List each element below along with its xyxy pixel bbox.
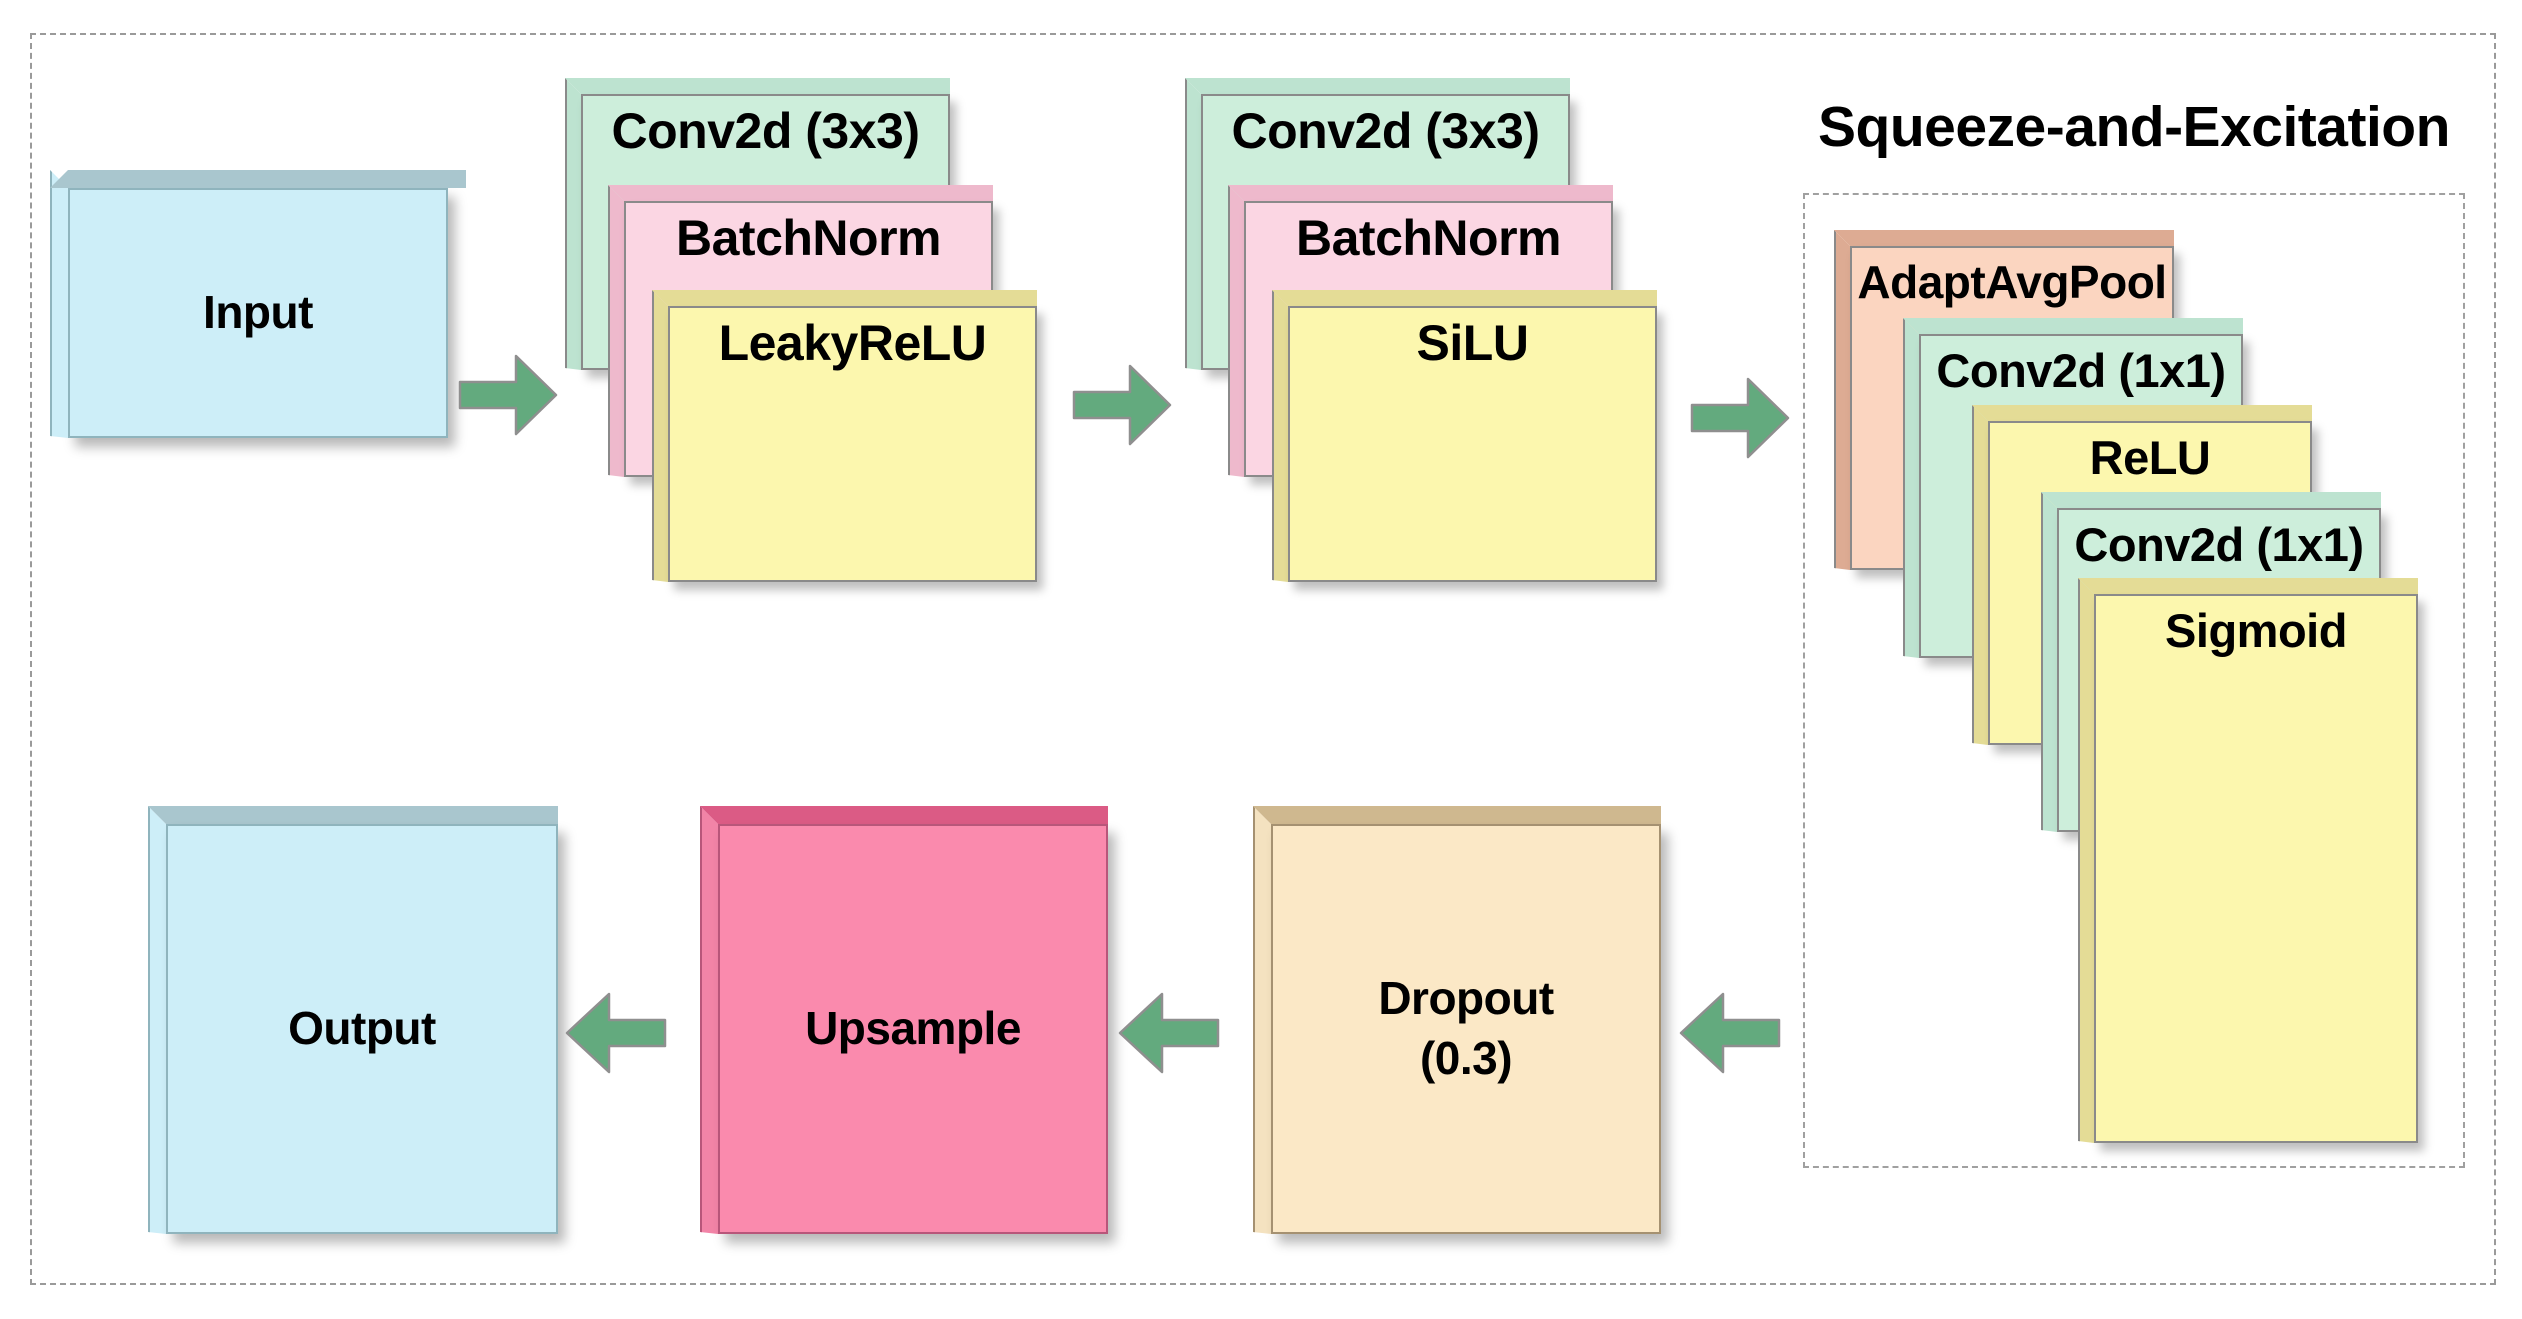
- input-depth-left: [50, 170, 68, 438]
- arrow-input-to-block1: [458, 352, 558, 438]
- block-input-label: Input: [203, 286, 313, 339]
- upsample-depth-left: [700, 806, 718, 1234]
- block-upsample[interactable]: Upsample: [700, 806, 1108, 1234]
- se-sigmoid-depth-left: [2078, 578, 2094, 1143]
- upsample-depth-top: [700, 806, 1108, 824]
- arrow-block1-to-block2: [1072, 362, 1172, 448]
- dropout-depth-top: [1253, 806, 1661, 824]
- lrelu-depth-top: [652, 290, 1037, 306]
- conv-a-depth-top: [565, 78, 950, 94]
- block-batchnorm-b-label: BatchNorm: [1296, 210, 1561, 266]
- se-sigmoid-depth-top: [2078, 578, 2418, 594]
- arrow-dropout-to-upsample: [1115, 990, 1220, 1076]
- block-dropout-label: Dropout (0.3): [1378, 972, 1554, 1084]
- block-adaptavgpool-label: AdaptAvgPool: [1857, 256, 2167, 308]
- block-upsample-label: Upsample: [805, 1002, 1021, 1055]
- se-dashed-frame: [1803, 193, 2465, 1168]
- se-conv-a-depth-left: [1903, 318, 1919, 658]
- se-relu-depth-top: [1972, 405, 2312, 421]
- block-conv2d-1x1-b-label: Conv2d (1x1): [2074, 518, 2364, 571]
- block-output-label: Output: [288, 1002, 436, 1055]
- block-conv2d-3x3-a-label: Conv2d (3x3): [611, 103, 920, 159]
- dropout-face: Dropout (0.3): [1271, 824, 1661, 1234]
- block-leakyrelu-label: LeakyReLU: [718, 315, 987, 371]
- output-depth-top: [148, 806, 558, 824]
- arrow-se-to-dropout: [1676, 990, 1781, 1076]
- conv-b-depth-top: [1185, 78, 1570, 94]
- input-depth-top: [50, 170, 466, 188]
- block-sigmoid[interactable]: Sigmoid: [2078, 578, 2418, 1143]
- se-group-title: Squeeze-and-Excitation: [1818, 95, 2450, 159]
- silu-face: SiLU: [1288, 306, 1657, 582]
- input-face: Input: [68, 188, 448, 438]
- se-conv-b-depth-top: [2041, 492, 2381, 508]
- se-conv-b-depth-left: [2041, 492, 2057, 832]
- arrow-block2-to-se: [1690, 375, 1790, 461]
- arrow-upsample-to-output: [562, 990, 667, 1076]
- block-input[interactable]: Input: [50, 170, 466, 438]
- lrelu-face: LeakyReLU: [668, 306, 1037, 582]
- output-face: Output: [166, 824, 558, 1234]
- output-depth-left: [148, 806, 166, 1234]
- bn-a-depth-left: [608, 185, 624, 477]
- bn-b-depth-top: [1228, 185, 1613, 201]
- block-batchnorm-a-label: BatchNorm: [676, 210, 941, 266]
- upsample-face: Upsample: [718, 824, 1108, 1234]
- se-relu-depth-left: [1972, 405, 1988, 745]
- block-silu-label: SiLU: [1416, 315, 1529, 371]
- block-sigmoid-label: Sigmoid: [2165, 604, 2347, 657]
- conv-b-depth-left: [1185, 78, 1201, 370]
- block-leakyrelu[interactable]: LeakyReLU: [652, 290, 1037, 582]
- se-sigmoid-face: Sigmoid: [2094, 594, 2418, 1143]
- block-relu-label: ReLU: [2089, 431, 2211, 484]
- block-conv2d-1x1-a-label: Conv2d (1x1): [1936, 344, 2226, 397]
- bn-a-depth-top: [608, 185, 993, 201]
- block-silu[interactable]: SiLU: [1272, 290, 1657, 582]
- dropout-depth-left: [1253, 806, 1271, 1234]
- se-conv-a-depth-top: [1903, 318, 2243, 334]
- lrelu-depth-left: [652, 290, 668, 582]
- conv-a-depth-left: [565, 78, 581, 370]
- outer-dashed-frame: [30, 33, 2496, 1285]
- aap-depth-left: [1834, 230, 1850, 570]
- block-output[interactable]: Output: [148, 806, 558, 1234]
- block-conv2d-3x3-b-label: Conv2d (3x3): [1231, 103, 1540, 159]
- aap-depth-top: [1834, 230, 2174, 246]
- silu-depth-top: [1272, 290, 1657, 306]
- silu-depth-left: [1272, 290, 1288, 582]
- block-dropout[interactable]: Dropout (0.3): [1253, 806, 1661, 1234]
- bn-b-depth-left: [1228, 185, 1244, 477]
